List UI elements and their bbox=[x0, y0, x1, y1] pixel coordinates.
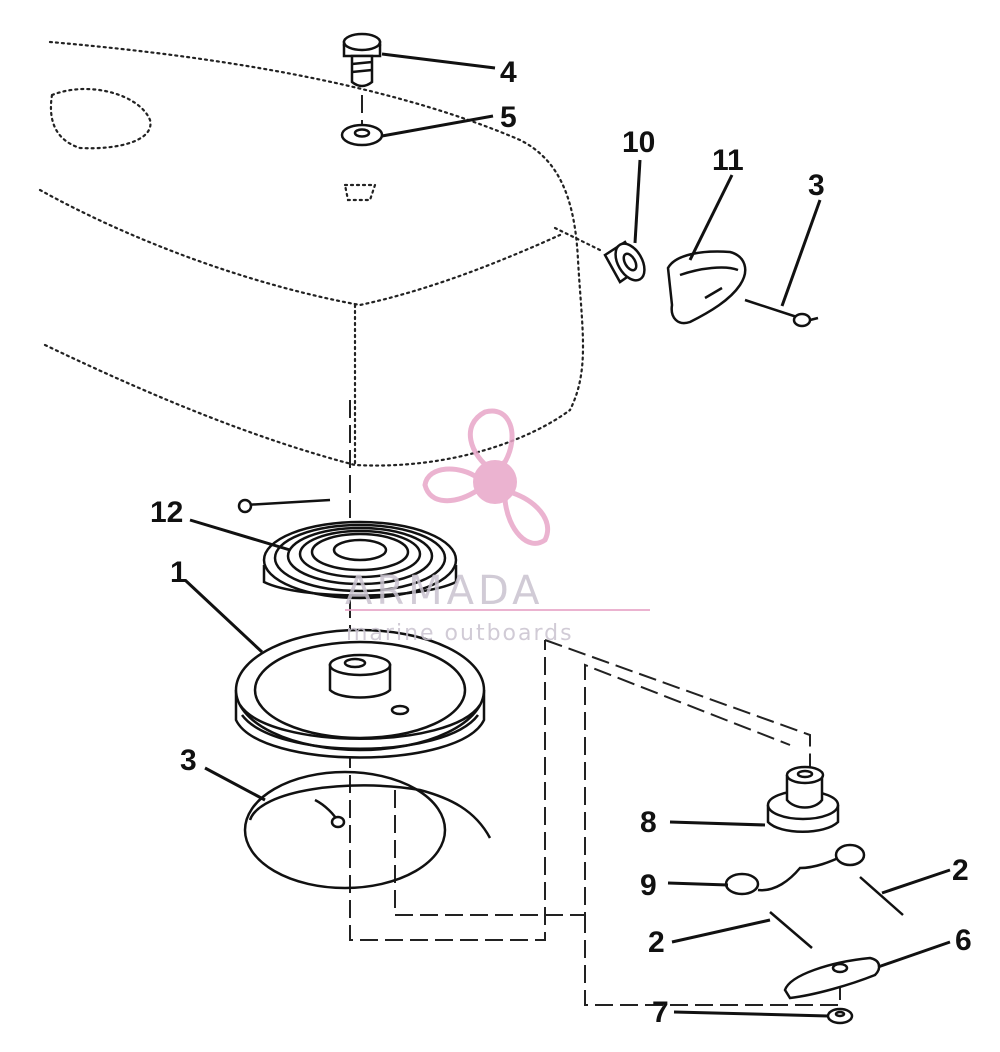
watermark: ARMADA marine outboards bbox=[345, 408, 650, 646]
watermark-tagline: marine outboards bbox=[346, 621, 574, 646]
assembly-axis-lines bbox=[349, 95, 841, 1006]
part-2-pin-left bbox=[769, 911, 813, 949]
callout-5: 5 bbox=[500, 101, 517, 134]
callout-9: 9 bbox=[640, 869, 657, 902]
part-7-nut bbox=[826, 1007, 854, 1025]
part-3-rope bbox=[243, 770, 492, 890]
callout-10: 10 bbox=[622, 126, 655, 159]
callout-2-left: 2 bbox=[648, 926, 665, 959]
callout-labels: 4 5 10 11 3 12 1 3 8 9 2 2 6 7 bbox=[150, 56, 972, 1029]
callout-7: 7 bbox=[652, 996, 669, 1029]
part-9-spring-clip bbox=[724, 843, 866, 896]
part-11-handle bbox=[666, 250, 747, 325]
part-12-rewind-spring bbox=[237, 498, 458, 600]
callout-8: 8 bbox=[640, 806, 657, 839]
watermark-brand: ARMADA bbox=[345, 568, 544, 614]
callout-4: 4 bbox=[500, 56, 517, 89]
part-4-screw bbox=[342, 32, 382, 88]
part-8-hub bbox=[766, 765, 840, 833]
callout-6: 6 bbox=[955, 924, 972, 957]
propeller-icon bbox=[422, 408, 550, 546]
callout-3-top: 3 bbox=[808, 169, 825, 202]
part-3-rope-end bbox=[744, 298, 819, 328]
callout-11: 11 bbox=[712, 144, 744, 177]
part-5-washer bbox=[340, 123, 384, 147]
part-6-pawl bbox=[783, 956, 881, 1000]
callout-3-bottom: 3 bbox=[180, 744, 197, 777]
part-2-pin-right bbox=[859, 876, 904, 916]
part-1-pulley bbox=[234, 628, 486, 759]
callout-2-right: 2 bbox=[952, 854, 969, 887]
callout-12: 12 bbox=[150, 496, 183, 529]
leader-lines bbox=[183, 52, 951, 1018]
part-10-bushing bbox=[553, 226, 646, 284]
callout-1: 1 bbox=[170, 556, 187, 589]
engine-cover bbox=[38, 40, 585, 467]
